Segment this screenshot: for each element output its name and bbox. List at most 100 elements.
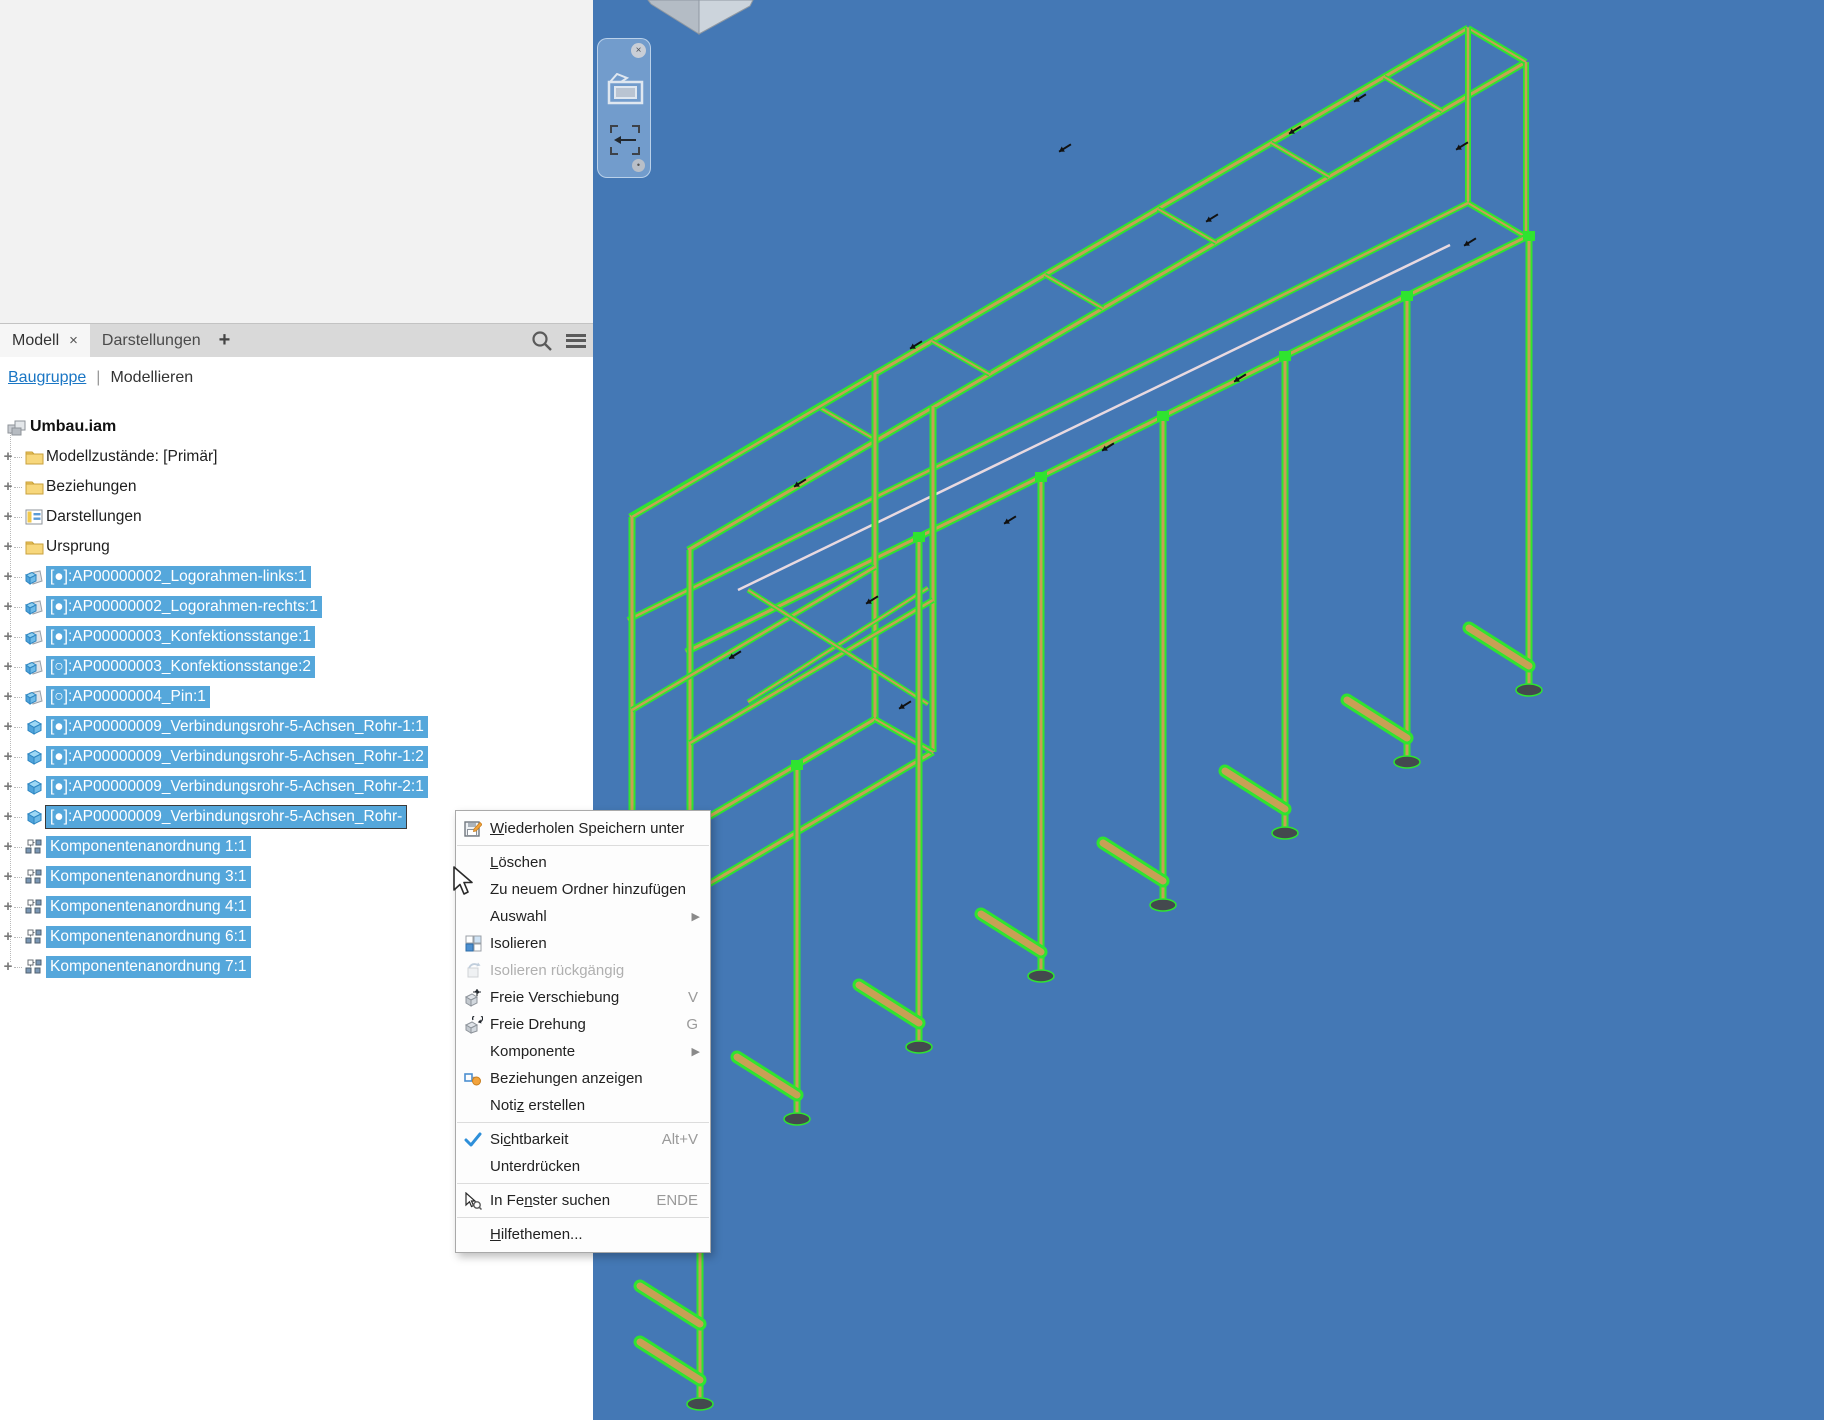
expander-plus-icon[interactable]: + [3,478,13,495]
tree-dots [14,546,22,548]
expander-plus-icon[interactable]: + [3,538,13,555]
mode-link-baugruppe[interactable]: Baugruppe [8,369,87,386]
menu-item-label: Notiz erstellen [490,1097,586,1114]
3d-viewport[interactable] [593,0,1824,1420]
tree-dots [14,876,22,878]
expander-plus-icon[interactable]: + [3,508,13,525]
isolate-undo-icon [456,962,490,979]
expander-plus-icon[interactable]: + [3,748,13,765]
tree-item-label: [●]:AP00000009_Verbindungsrohr-5-Achsen_… [46,746,428,768]
tree-item[interactable]: +Komponentenanordnung 3:1 [0,862,593,892]
tree-item[interactable]: +Modellzustände: [Primär] [0,442,593,472]
tree-item[interactable]: +Komponentenanordnung 6:1 [0,922,593,952]
menu-item-label: Sichtbarkeit [490,1131,569,1148]
context-menu-item[interactable]: Freie Verschiebung V [456,984,710,1011]
expander-plus-icon[interactable]: + [3,448,13,465]
mode-separator: | [96,369,101,386]
menu-shortcut: G [686,1016,698,1033]
context-menu-item[interactable]: Notiz erstellen [456,1092,710,1119]
mode-link-modellieren[interactable]: Modellieren [110,369,194,386]
menu-separator [457,1217,709,1218]
assembly-3d-model [610,24,1543,1411]
folder-icon [22,479,46,495]
context-menu-item[interactable]: Unterdrücken [456,1153,710,1180]
views-icon [22,509,46,525]
tab-strip-spacer [236,324,525,357]
menu-separator [457,1183,709,1184]
zoom-fit-icon[interactable] [610,125,640,155]
tab-modell[interactable]: Modell × [0,324,90,357]
options-icon[interactable]: • [632,159,645,172]
expander-plus-icon[interactable]: + [3,688,13,705]
context-menu-item[interactable]: Isolieren rückgängig [456,957,710,984]
tree-item-label: [●]:AP00000009_Verbindungsrohr-5-Achsen_… [46,776,428,798]
tree-item[interactable]: +Komponentenanordnung 4:1 [0,892,593,922]
tree-item[interactable]: +[●]:AP00000002_Logorahmen-links:1 [0,562,593,592]
tree-item[interactable]: + Ursprung [0,532,593,562]
tree-item[interactable]: +[●]:AP00000009_Verbindungsrohr-5-Achsen… [0,712,593,742]
expander-plus-icon[interactable]: + [3,928,13,945]
expander-plus-icon[interactable]: + [3,898,13,915]
context-menu-item[interactable]: Löschen [456,849,710,876]
tree-item[interactable]: + [●]:AP00000009_Verbindungsrohr-5-Achsen… [0,742,593,772]
tree-item[interactable]: + Komponentenanordnung 1:1 [0,832,593,862]
tree-item-label: Ursprung [46,538,110,555]
tree-item[interactable]: +Darstellungen [0,502,593,532]
tree-item-label: [○]:AP00000003_Konfektionsstange:2 [46,656,316,678]
expander-plus-icon[interactable]: + [3,598,13,615]
menu-separator [457,845,709,846]
tree-dots [14,846,22,848]
context-menu-item[interactable]: Isolieren [456,930,710,957]
expander-plus-icon[interactable]: + [3,628,13,645]
tree-root-label: Umbau.iam [30,418,117,435]
menu-shortcut: ENDE [656,1192,698,1209]
menu-shortcut: V [687,989,698,1006]
close-icon[interactable]: × [69,332,78,349]
search-icon[interactable] [525,324,559,357]
tree-item[interactable]: +[○]:AP00000004_Pin:1 [0,682,593,712]
add-tab-button[interactable]: + [218,329,231,351]
menu-item-label: Beziehungen anzeigen [490,1070,643,1087]
tree-item[interactable]: +Komponentenanordnung 7:1 [0,952,593,982]
camera-view-icon[interactable] [607,73,645,105]
expander-plus-icon[interactable]: + [3,868,13,885]
expander-plus-icon[interactable]: + [3,838,13,855]
free-move-icon [456,988,490,1007]
tree-item[interactable]: + [●]:AP00000002_Logorahmen-rechts:1 [0,592,593,622]
tree-item[interactable]: +[●]:AP00000003_Konfektionsstange:1 [0,622,593,652]
expander-plus-icon[interactable]: + [3,718,13,735]
context-menu-item[interactable]: Wiederholen Speichern unter [456,815,710,842]
tree-item[interactable]: +Beziehungen [0,472,593,502]
expander-plus-icon[interactable]: + [3,568,13,585]
tab-darstellungen[interactable]: Darstellungen [90,324,213,357]
tree-dots [14,906,22,908]
context-menu-item[interactable]: Zu neuem Ordner hinzufügen [456,876,710,903]
menu-item-label: Isolieren rückgängig [490,962,625,979]
context-menu-item[interactable]: Auswahl▶ [456,903,710,930]
context-menu-item[interactable]: Hilfethemen... [456,1221,710,1248]
tree-item[interactable]: + [○]:AP00000003_Konfektionsstange:2 [0,652,593,682]
tree-item[interactable]: +[●]:AP00000009_Verbindungsrohr-5-Achsen… [0,802,593,832]
pattern-icon [22,839,46,855]
context-menu-item[interactable]: Komponente▶ [456,1038,710,1065]
tree-dots [14,966,22,968]
tree-item[interactable]: + [●]:AP00000009_Verbindungsrohr-5-Achsen… [0,772,593,802]
tree-item-label: [●]:AP00000002_Logorahmen-rechts:1 [46,596,322,618]
tree-root-item[interactable]: Umbau.iam [0,412,593,442]
context-menu-item[interactable]: Beziehungen anzeigen [456,1065,710,1092]
expander-plus-icon[interactable]: + [3,658,13,675]
tree-dots [14,816,22,818]
expander-plus-icon[interactable]: + [3,958,13,975]
close-icon[interactable]: × [631,43,646,58]
hamburger-menu-icon[interactable] [559,324,593,357]
expander-plus-icon[interactable]: + [3,778,13,795]
viewcube-icon[interactable] [645,0,765,40]
find-in-window-icon [456,1191,490,1210]
menu-item-label: Freie Verschiebung [490,989,620,1006]
expander-plus-icon[interactable]: + [3,808,13,825]
tree-item-label: Komponentenanordnung 1:1 [46,836,251,858]
